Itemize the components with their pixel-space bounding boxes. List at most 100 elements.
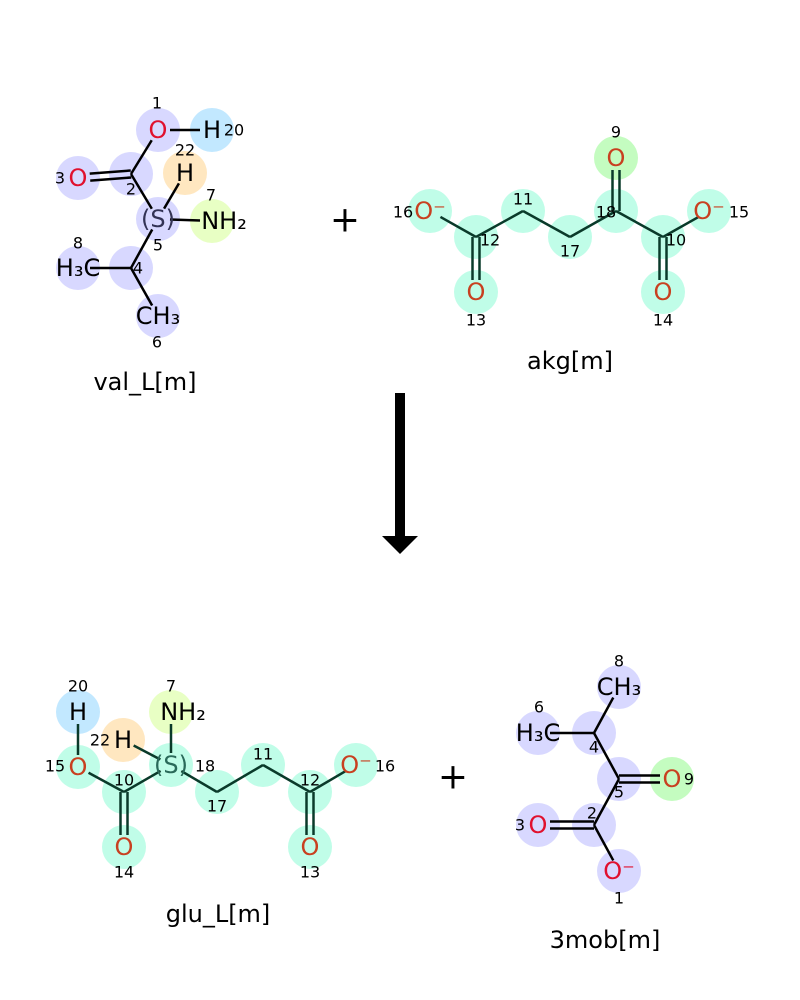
double-bond-line [89, 169, 131, 175]
atom-number: 18 [596, 203, 616, 222]
atom-label: H [203, 116, 221, 144]
atom-label: O⁻ [603, 857, 635, 885]
atom-number: 7 [166, 677, 176, 696]
atom-highlight [56, 156, 100, 200]
plus-sign-reactants: + [330, 200, 360, 241]
plus-sign-products: + [438, 757, 468, 798]
atom-highlight [650, 757, 694, 801]
atom-highlight [516, 711, 560, 755]
atom-number: 9 [684, 770, 694, 789]
atom-highlight [687, 189, 731, 233]
atom-number: 2 [587, 804, 597, 823]
atom-highlight [190, 108, 234, 152]
atom-number: 15 [45, 757, 65, 776]
molecule-name-3mob: 3mob[m] [550, 926, 661, 954]
atom-highlight [149, 690, 193, 734]
atom-number: 18 [195, 757, 215, 776]
atom-label: O [529, 811, 548, 839]
atom-highlight [163, 151, 207, 195]
atom-number: 22 [175, 141, 195, 160]
bond-line [569, 209, 617, 239]
atom-number: 2 [126, 180, 136, 199]
atom-highlight [597, 665, 641, 709]
bond-line [162, 182, 181, 210]
atom-number: 4 [133, 259, 143, 278]
atom-number: 16 [393, 203, 413, 222]
atom-number: 10 [114, 771, 134, 790]
atom-label: (S) [154, 751, 188, 779]
atom-number: 20 [224, 121, 244, 140]
bond-line [133, 744, 161, 761]
amine-group-label: NH₂ [201, 207, 247, 235]
bond-line [475, 209, 524, 239]
atom-number: 12 [480, 231, 500, 250]
bond-line [129, 139, 153, 175]
atom-number: 4 [589, 738, 599, 757]
atom-highlight [288, 825, 332, 869]
bond-line [262, 763, 311, 794]
bond-line [129, 173, 153, 210]
atom-number: 14 [653, 311, 673, 330]
atom-highlight [56, 690, 100, 734]
reaction-arrow-icon [382, 393, 418, 554]
bond-line [592, 778, 621, 826]
molecule-name-val-L: val_L[m] [93, 368, 196, 396]
atom-number: 6 [534, 698, 544, 717]
atom-highlight [101, 718, 145, 762]
atom-number: 3 [515, 816, 525, 835]
atom-highlight [516, 803, 560, 847]
bond-line [129, 267, 154, 307]
atom-number: 20 [68, 677, 88, 696]
molecule-name-glu-L: glu_L[m] [166, 900, 271, 928]
atom-label: H [114, 726, 132, 754]
atom-number: 13 [300, 863, 320, 882]
atom-label: CH₃ [136, 302, 180, 330]
bond-line [592, 824, 615, 862]
bond-line [592, 732, 621, 780]
bond-line [216, 763, 264, 794]
atom-number: 11 [253, 745, 273, 764]
bond-line [592, 696, 615, 734]
atom-label: O [663, 765, 682, 793]
bond-line [180, 769, 218, 794]
atom-label: O [467, 278, 486, 306]
atom-highlight [136, 197, 180, 241]
atom-label: O⁻ [340, 751, 372, 779]
atom-number: 11 [513, 190, 533, 209]
atom-number: 1 [152, 94, 162, 113]
double-bond-line [90, 176, 132, 182]
atom-highlight [594, 136, 638, 180]
bond-line [615, 209, 664, 239]
atom-highlight [136, 294, 180, 338]
atom-label: O [149, 116, 168, 144]
atom-highlight [641, 270, 685, 314]
atom-number: 16 [375, 757, 395, 776]
atom-label: O⁻ [414, 197, 446, 225]
atom-number: 9 [611, 123, 621, 142]
atom-label: CH₃ [597, 673, 641, 701]
atom-label: (S) [141, 205, 175, 233]
atom-label: O⁻ [693, 197, 725, 225]
atom-number: 17 [207, 797, 227, 816]
atom-label: O [654, 278, 673, 306]
atom-number: 6 [152, 333, 162, 352]
bond-line [522, 209, 571, 239]
atom-number: 12 [300, 771, 320, 790]
bond-line [169, 218, 201, 222]
atom-label: O [607, 144, 626, 172]
atom-label: H₃C [516, 719, 560, 747]
bond-line [439, 215, 477, 239]
atom-number: 1 [614, 889, 624, 908]
atom-number: 7 [206, 186, 216, 205]
atom-highlight [136, 108, 180, 152]
atom-highlight [190, 199, 234, 243]
bond-line [309, 769, 347, 794]
atom-number: 17 [560, 242, 580, 261]
atom-label: O [301, 833, 320, 861]
